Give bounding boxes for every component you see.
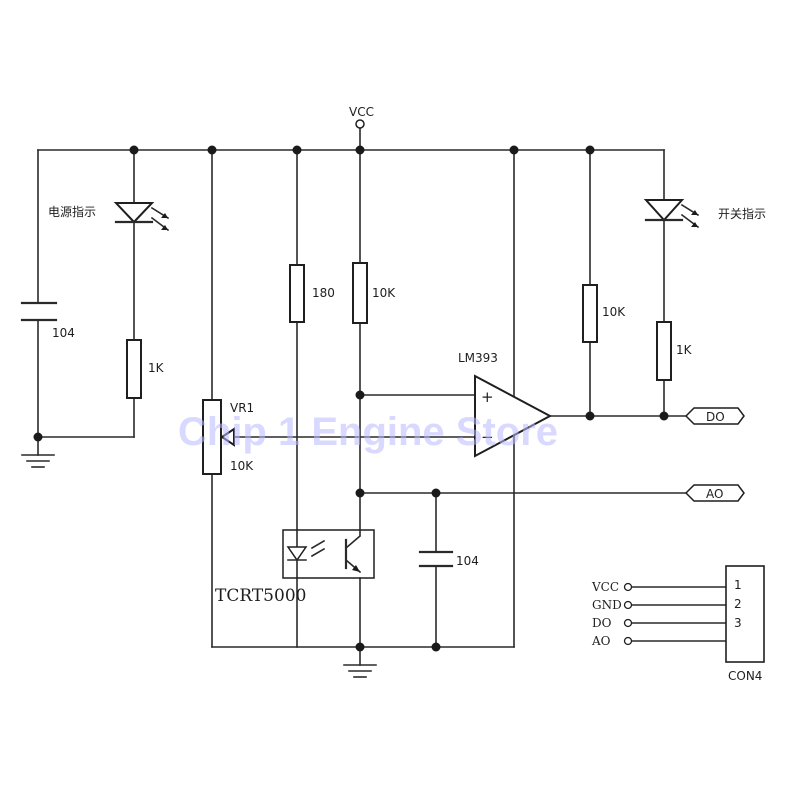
- switch-led: 开关指示: [643, 199, 766, 229]
- resistor-10k-bias: 10K: [352, 262, 396, 324]
- switch-led-label: 开关指示: [718, 206, 766, 221]
- potentiometer-vr1: VR1 10K: [202, 399, 254, 475]
- ground-icon: [343, 664, 377, 678]
- r180-label: 180: [312, 286, 335, 300]
- resistor-180: 180: [289, 264, 335, 323]
- watermark: Chip 1 Engine Store: [178, 410, 558, 454]
- do-net-text: DO: [706, 410, 725, 424]
- comparator-lm393: LM393 + −: [458, 351, 553, 458]
- capacitor-c2: 104: [418, 550, 479, 568]
- pin-label-ao: AO: [591, 634, 611, 648]
- sensor-tcrt5000: TCRT5000: [215, 529, 375, 606]
- r10k-bias-label: 10K: [372, 286, 396, 300]
- junction-dots: [33, 145, 669, 652]
- resistor-10k-pullup: 10K: [582, 284, 626, 343]
- resistor-1k-switch: 1K: [656, 321, 693, 381]
- wires: [37, 127, 727, 666]
- pin-number-2: 2: [734, 597, 742, 611]
- vcc-label: VCC: [349, 105, 374, 119]
- c1-label: 104: [52, 326, 75, 340]
- vcc-terminal: VCC: [349, 105, 374, 129]
- opamp-minus-label: −: [481, 428, 494, 446]
- r1k-led-label: 1K: [676, 343, 693, 357]
- power-led-label: 电源指示: [48, 204, 96, 219]
- power-led: 电源指示: [48, 202, 170, 232]
- pin-number-1: 1: [734, 578, 742, 592]
- vr1-value-label: 10K: [230, 459, 254, 473]
- vr1-name-label: VR1: [230, 401, 254, 415]
- r1-label: 1K: [148, 361, 165, 375]
- connector-con4: VCC GND DO AO 1 2 3 CON4: [591, 565, 765, 683]
- c2-label: 104: [456, 554, 479, 568]
- pin-number-3: 3: [734, 616, 742, 630]
- opamp-label: LM393: [458, 351, 498, 365]
- ao-net-label: AO: [684, 484, 745, 502]
- r10k-pullup-label: 10K: [602, 305, 626, 319]
- pin-label-vcc: VCC: [591, 580, 619, 594]
- do-net-label: DO: [684, 407, 745, 425]
- resistor-1k-power: 1K: [126, 339, 165, 399]
- opamp-plus-label: +: [481, 388, 494, 406]
- capacitor-c1: 104: [20, 301, 75, 340]
- connector-name: CON4: [728, 669, 762, 683]
- light-arrows-icon: [150, 206, 170, 232]
- sensor-label: TCRT5000: [215, 586, 306, 606]
- pin-label-gnd: GND: [592, 598, 622, 612]
- ground-icon: [21, 454, 55, 468]
- pin-label-do: DO: [592, 616, 612, 630]
- light-arrows-icon: [680, 203, 700, 229]
- ao-net-text: AO: [706, 487, 723, 501]
